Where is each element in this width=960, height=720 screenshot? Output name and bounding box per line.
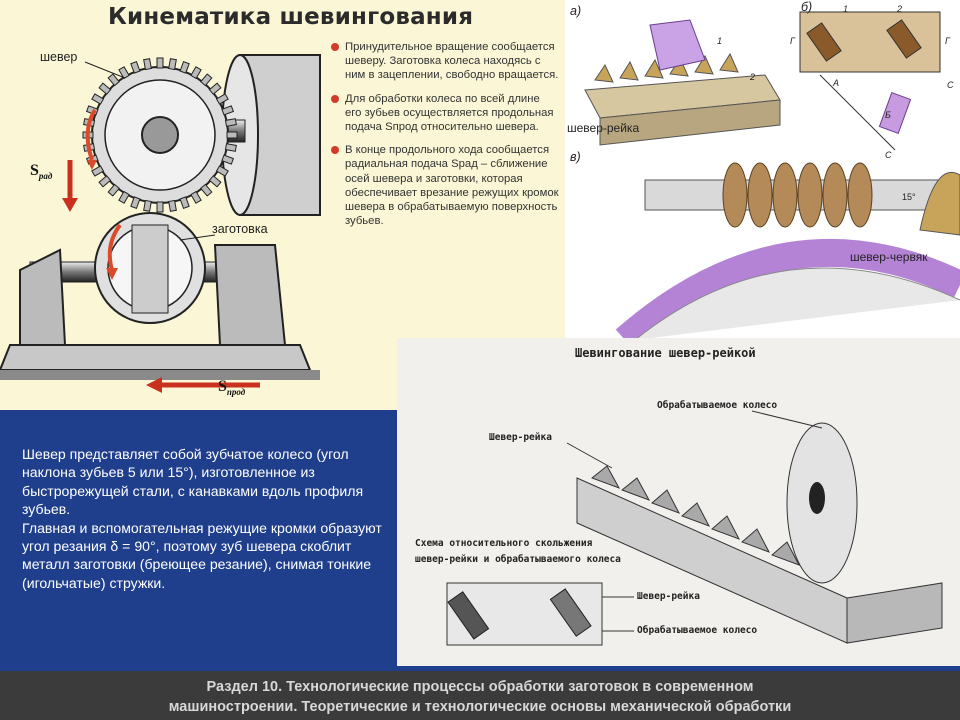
gear-tooth <box>215 165 229 177</box>
gear-tooth <box>156 57 164 69</box>
footer: Раздел 10. Технологические процессы обра… <box>0 671 960 720</box>
marker: 1 <box>843 4 849 14</box>
bullet-item: Принудительное вращение сообщается шевер… <box>327 40 559 83</box>
gear-tooth <box>130 60 141 74</box>
rack-shaving-title: Шевингование шевер-рейкой <box>575 346 756 360</box>
legend-wheel: Обрабатываемое колесо <box>637 625 758 636</box>
gear-tooth <box>190 190 202 204</box>
bullet-dot-icon <box>331 94 339 103</box>
angle-label: 15° <box>902 192 916 202</box>
gear-tooth <box>98 82 112 95</box>
gear-tooth <box>118 66 130 80</box>
marker: С <box>885 150 892 160</box>
workpiece-label: заготовка <box>212 222 268 236</box>
kinematics-title: Кинематика шевингования <box>108 4 474 30</box>
workpiece-gear-shape <box>649 19 706 71</box>
workpiece-gear <box>29 212 261 324</box>
kinematics-bullets: Принудительное вращение сообщается шевер… <box>327 40 559 237</box>
gear-tooth <box>91 165 105 177</box>
shaver-types-panel: а) б) в) шевер-рейка шевер-червяк 15° 1 … <box>565 0 960 340</box>
gear-tooth <box>190 66 202 80</box>
shaver-types-figure <box>584 11 960 340</box>
rotation-arrow <box>107 223 122 271</box>
gear-tooth <box>179 196 190 210</box>
footer-line: машиностроении. Теоретические и технолог… <box>168 699 792 715</box>
s-feed-label: Sпрод <box>218 378 246 398</box>
gear-tooth <box>208 82 222 95</box>
gear-tooth <box>208 175 222 188</box>
marker: 2 <box>897 4 903 14</box>
scheme-caption-1: Схема относительного скольжения <box>415 538 593 549</box>
scheme-caption-2: шевер-рейки и обрабатываемого колеса <box>415 554 621 565</box>
s-rad-label: Sрад <box>30 162 53 182</box>
gear-tooth <box>107 73 120 87</box>
rack-shaving-panel: Шевингование шевер-рейкой Обрабатываемое… <box>397 338 960 666</box>
shaver-label: шевер <box>40 50 78 64</box>
shaving-kinematics-figure <box>0 54 321 393</box>
label-b: б) <box>801 0 813 14</box>
bullet-item: В конце продольного хода сообщается ради… <box>327 143 559 228</box>
marker: С <box>947 80 954 90</box>
rack-label: Шевер-рейка <box>489 432 552 443</box>
legend-rack: Шевер-рейка <box>637 591 700 602</box>
gear-tooth <box>221 154 235 165</box>
worm-shaver-label: шевер-червяк <box>850 250 928 264</box>
description-paragraph: Шевер представляет собой зубчатое колесо… <box>22 446 364 518</box>
gear-tooth <box>130 196 141 210</box>
bullet-dot-icon <box>331 43 339 51</box>
bullet-item: Для обработки колеса по всей длине его з… <box>327 92 559 135</box>
gear-tooth <box>118 190 130 204</box>
worm-workpiece-arc <box>615 239 960 340</box>
description-paragraph: Главная и вспомогательная режущие кромки… <box>22 519 382 591</box>
gear-tooth <box>168 58 177 71</box>
gear-tooth <box>107 183 120 197</box>
marker: Г <box>790 36 795 46</box>
marker: 1 <box>717 36 723 46</box>
marker: А <box>833 78 840 88</box>
gear-tooth <box>224 143 237 152</box>
bullet-dot-icon <box>331 146 339 155</box>
gear-tooth <box>143 58 152 71</box>
marker: 2 <box>750 72 756 82</box>
gear-tooth <box>221 105 235 116</box>
gear-tooth <box>215 93 229 105</box>
shaver-gear <box>82 57 238 213</box>
machine-table <box>0 344 312 371</box>
kinematics-panel: Кинематика шевингования <box>0 0 565 410</box>
label-a: а) <box>570 4 582 18</box>
marker: Г <box>945 36 950 46</box>
gear-tooth <box>98 175 112 188</box>
gear-tooth <box>168 199 177 212</box>
gear-tooth <box>200 183 213 197</box>
wheel-label: Обрабатываемое колесо <box>657 400 778 411</box>
rack-shaving-figure <box>446 410 943 646</box>
gear-tooth <box>224 118 237 127</box>
marker: Б <box>885 110 891 120</box>
rotation-arrow <box>85 108 97 161</box>
gear-tooth <box>200 73 213 87</box>
footer-line: Раздел 10. Технологические процессы обра… <box>206 679 754 695</box>
gear-tooth <box>226 131 238 139</box>
gear-tooth <box>156 201 164 213</box>
label-v: в) <box>570 150 581 164</box>
gear-tooth <box>179 60 190 74</box>
gear-tooth <box>91 93 105 105</box>
gear-tooth <box>143 199 152 212</box>
shaver-description: Шевер представляет собой зубчатое колесо… <box>22 445 392 592</box>
rack-shaver-label: шевер-рейка <box>567 121 640 135</box>
